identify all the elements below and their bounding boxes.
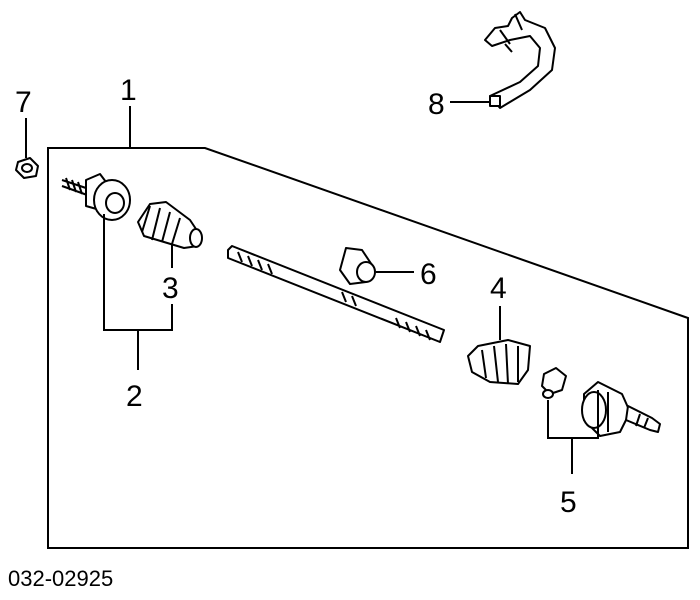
leader-5 — [547, 400, 599, 474]
bracket-part-8 — [484, 11, 556, 109]
callout-1: 1 — [120, 74, 137, 107]
callout-8: 8 — [428, 88, 445, 121]
leader-2 — [103, 214, 173, 370]
nut-part-7 — [15, 157, 39, 179]
inner-joint-part-5 — [541, 367, 661, 437]
callout-7: 7 — [15, 86, 32, 119]
assembly-frame — [47, 147, 689, 549]
diagram-reference-code: 032-02925 — [8, 566, 113, 591]
callout-4: 4 — [490, 272, 507, 305]
axle-shaft — [227, 245, 445, 343]
boot-part-3 — [137, 201, 203, 249]
damper-part-6 — [339, 247, 376, 285]
boot-part-4 — [467, 339, 531, 385]
outer-joint-part-2 — [61, 173, 131, 221]
callout-5: 5 — [560, 486, 577, 519]
callout-3: 3 — [162, 272, 179, 305]
callout-2: 2 — [126, 380, 143, 413]
callout-6: 6 — [420, 258, 437, 291]
